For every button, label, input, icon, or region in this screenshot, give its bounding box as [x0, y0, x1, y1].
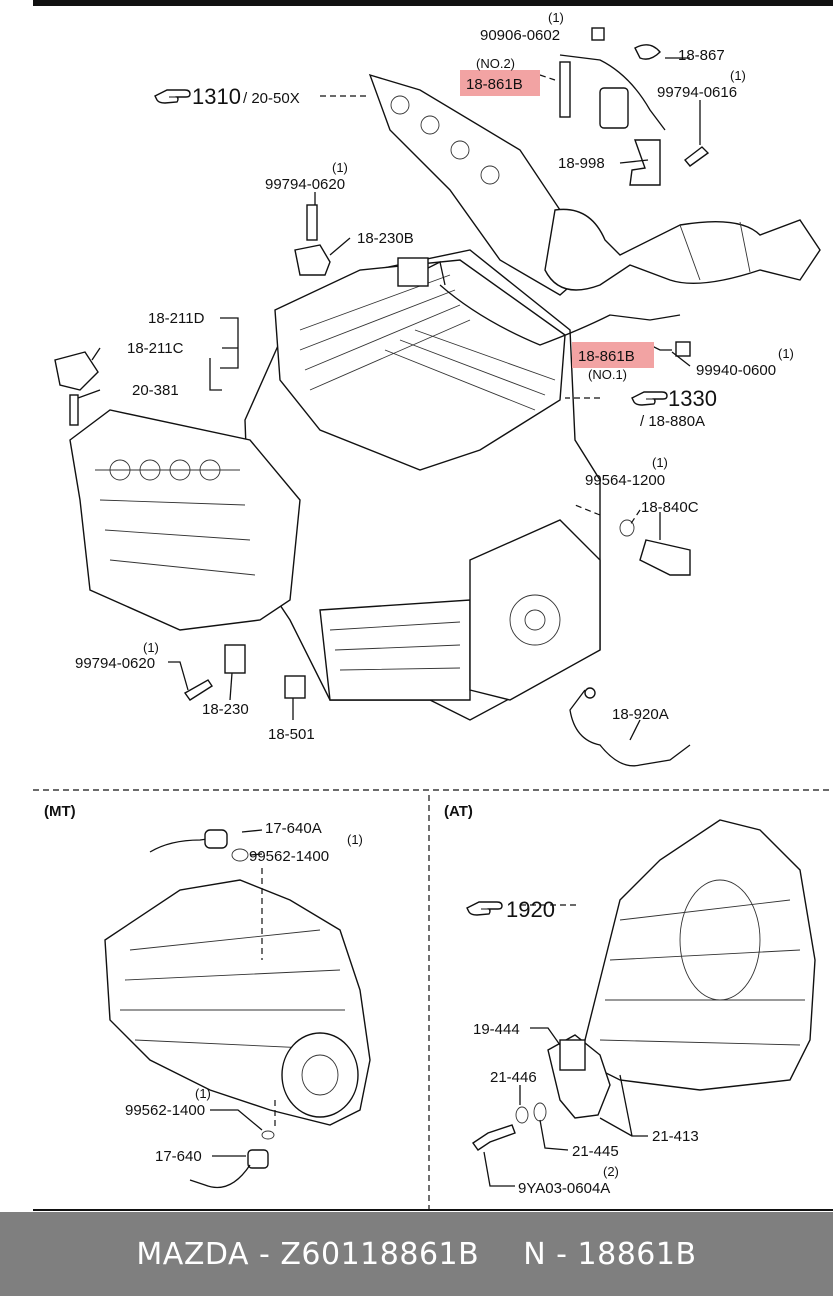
qty-99794-0620-bottom: (1) — [143, 640, 159, 655]
parts-diagram: (1) 90906-0602 18-867 (NO.2) 18-861B (1)… — [33, 0, 833, 1211]
qty-99562-1400-bottom: (1) — [195, 1086, 211, 1101]
mt-transmission-drawing — [104, 829, 371, 1189]
footer-catalog-number: N - 18861B — [523, 1236, 697, 1272]
part-18-211D: 18-211D — [148, 310, 205, 327]
pointing-hand-icon — [154, 89, 191, 104]
part-18-861B-top[interactable]: 18-861B — [466, 76, 523, 93]
qty-99562-1400-top: (1) — [347, 832, 363, 847]
ref-1330[interactable]: 1330 — [668, 386, 717, 411]
ref-1330-sub: / 18-880A — [640, 413, 705, 430]
part-9YA03-0604A: 9YA03-0604A — [518, 1180, 610, 1197]
part-18-230: 18-230 — [202, 701, 249, 718]
part-18-998: 18-998 — [558, 155, 605, 172]
engine-block-drawing — [54, 27, 821, 767]
part-99562-1400-top: 99562-1400 — [249, 848, 329, 865]
pointing-hand-icon — [631, 391, 668, 406]
qty-99794-0620-top: (1) — [332, 160, 348, 175]
qty-99940-0600: (1) — [778, 346, 794, 361]
ref-1310[interactable]: 1310 — [192, 84, 241, 109]
qty-9YA03-0604A: (2) — [603, 1164, 619, 1179]
part-18-211C: 18-211C — [127, 340, 184, 357]
qty-99794-0616: (1) — [730, 68, 746, 83]
part-17-640A: 17-640A — [265, 820, 322, 837]
part-99564-1200: 99564-1200 — [585, 472, 665, 489]
label-no1: (NO.1) — [588, 367, 627, 382]
qty-99564-1200: (1) — [652, 455, 668, 470]
part-90906-0602: 90906-0602 — [480, 27, 560, 44]
pointing-hand-icon — [466, 901, 503, 916]
footer-oem-number: MAZDA - Z60118861B — [136, 1236, 480, 1272]
section-at-title: (AT) — [444, 803, 473, 820]
part-99562-1400-bottom: 99562-1400 — [125, 1102, 205, 1119]
highlight-18-861B-bottom — [572, 342, 654, 368]
part-21-413: 21-413 — [652, 1128, 699, 1145]
part-99794-0616: 99794-0616 — [657, 84, 737, 101]
part-21-446: 21-446 — [490, 1069, 537, 1086]
ref-1920[interactable]: 1920 — [506, 897, 555, 922]
part-99794-0620-top: 99794-0620 — [265, 176, 345, 193]
top-border — [33, 0, 833, 6]
part-21-445: 21-445 — [572, 1143, 619, 1160]
part-18-840C: 18-840C — [641, 499, 699, 516]
section-mt-title: (MT) — [44, 803, 76, 820]
part-18-861B-bottom[interactable]: 18-861B — [578, 348, 635, 365]
part-19-444: 19-444 — [473, 1021, 520, 1038]
at-transmission-drawing — [472, 819, 816, 1187]
ref-1310-sub: / 20-50X — [243, 90, 300, 107]
part-17-640: 17-640 — [155, 1148, 202, 1165]
highlight-18-861B-top — [460, 70, 540, 96]
part-18-230B: 18-230B — [357, 230, 414, 247]
part-18-501: 18-501 — [268, 726, 315, 743]
part-99940-0600: 99940-0600 — [696, 362, 776, 379]
part-20-381: 20-381 — [132, 382, 179, 399]
leader-lines — [77, 57, 701, 906]
part-99794-0620-bottom: 99794-0620 — [75, 655, 155, 672]
part-number-footer: MAZDA - Z60118861B N - 18861B — [0, 1212, 833, 1296]
label-no2: (NO.2) — [476, 56, 515, 71]
part-18-920A: 18-920A — [612, 706, 669, 723]
part-18-867: 18-867 — [678, 47, 725, 64]
qty-90906-0602: (1) — [548, 10, 564, 25]
